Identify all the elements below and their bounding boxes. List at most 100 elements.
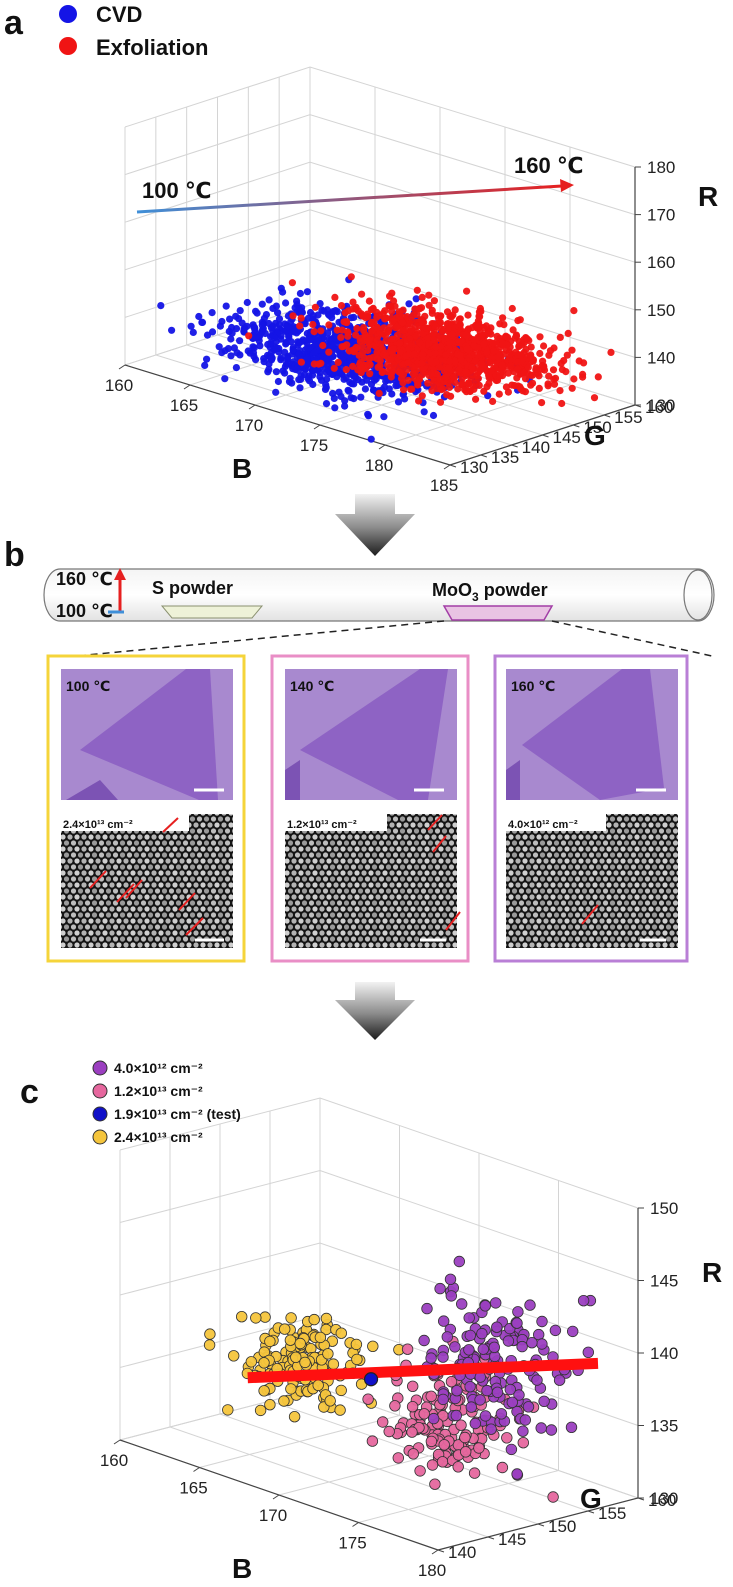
data-point — [536, 1315, 548, 1328]
data-point — [403, 366, 411, 374]
data-point — [524, 363, 532, 372]
data-point — [347, 273, 355, 281]
data-point — [511, 1468, 523, 1480]
data-point — [367, 435, 375, 443]
data-point — [201, 361, 209, 369]
flow-arrow-down — [335, 494, 415, 556]
data-point — [236, 337, 244, 345]
data-point — [284, 358, 292, 366]
data-point — [272, 388, 280, 396]
data-point — [441, 1331, 454, 1343]
data-point — [323, 354, 331, 362]
data-point — [402, 340, 410, 348]
data-point — [478, 332, 486, 340]
data-point — [488, 1341, 501, 1354]
tick-mark-g — [487, 1536, 495, 1540]
data-point — [486, 359, 494, 367]
sample-temperature: 160 ℃ — [511, 678, 555, 694]
data-point — [377, 340, 385, 348]
chart-a-axes-frame — [124, 66, 636, 466]
data-point — [399, 379, 407, 387]
density-label-bg — [61, 814, 189, 831]
data-point — [461, 368, 469, 376]
data-point — [250, 323, 258, 331]
data-point — [287, 318, 295, 326]
data-point — [208, 309, 216, 317]
legend-label-2.4e13: 2.4×10¹³ cm⁻² — [114, 1129, 203, 1145]
data-point — [482, 322, 490, 330]
flow-arrow-down-2 — [335, 982, 415, 1040]
tick-mark-b — [313, 424, 321, 430]
tick-label-g: 155 — [614, 408, 642, 427]
data-point — [258, 321, 266, 329]
data-point — [203, 1339, 216, 1351]
data-point — [464, 311, 472, 319]
tick-label-b: 170 — [259, 1506, 287, 1525]
data-point — [238, 319, 246, 327]
data-point — [337, 392, 345, 401]
data-point — [396, 348, 404, 356]
data-point — [236, 307, 244, 315]
grid-line-r — [119, 1169, 639, 1281]
tick-label-b: 180 — [418, 1561, 446, 1580]
tick-label-r: 135 — [650, 1417, 678, 1436]
data-point — [265, 365, 273, 373]
legend-marker-cvd — [59, 5, 77, 23]
data-point — [567, 1325, 579, 1338]
legend-label-1.2e13: 1.2×10¹³ cm⁻² — [114, 1083, 203, 1099]
data-point — [309, 320, 317, 329]
data-point — [520, 369, 528, 377]
data-point — [515, 342, 523, 350]
data-point — [222, 1404, 234, 1416]
tick-label-b: 175 — [338, 1534, 366, 1553]
data-point — [267, 355, 275, 363]
data-point — [285, 1312, 297, 1324]
tick-mark-g — [573, 424, 580, 428]
data-point — [461, 386, 469, 394]
data-point — [446, 348, 454, 356]
data-point — [499, 314, 507, 322]
zoom-line-left — [75, 620, 445, 657]
data-point — [281, 348, 289, 356]
data-point — [357, 393, 365, 401]
data-point — [218, 317, 226, 326]
data-point — [272, 344, 281, 352]
data-point — [495, 390, 503, 398]
tick-label-r: 160 — [647, 253, 675, 272]
moo3-powder-label: MoO3 powder — [432, 580, 548, 604]
density-label-bg — [506, 814, 606, 831]
data-point — [360, 327, 368, 335]
tick-mark-b — [431, 1549, 439, 1555]
data-point — [428, 1412, 440, 1425]
data-point — [502, 383, 510, 391]
data-point — [327, 1358, 340, 1370]
data-point — [522, 1401, 535, 1413]
data-point — [510, 382, 519, 390]
data-point — [320, 1312, 333, 1325]
tick-mark-g — [537, 1523, 545, 1527]
data-point — [516, 1340, 528, 1353]
data-point — [551, 374, 560, 382]
data-point — [464, 325, 472, 333]
tick-mark-b — [248, 404, 256, 410]
data-point — [438, 1439, 450, 1451]
data-point — [463, 287, 471, 295]
data-point — [415, 397, 423, 405]
data-point — [452, 1461, 464, 1473]
data-point — [445, 364, 453, 372]
data-point — [323, 306, 331, 314]
data-point — [375, 389, 383, 397]
data-point — [314, 1331, 327, 1344]
data-point — [418, 392, 426, 400]
data-point — [594, 373, 602, 381]
data-point — [258, 300, 266, 308]
data-point — [463, 1312, 475, 1324]
data-point — [244, 347, 252, 355]
data-point — [540, 362, 548, 370]
data-point — [536, 349, 544, 358]
data-point — [338, 370, 346, 378]
data-point — [462, 330, 470, 339]
data-point — [517, 385, 525, 393]
data-point — [448, 330, 457, 338]
data-point — [274, 377, 282, 386]
